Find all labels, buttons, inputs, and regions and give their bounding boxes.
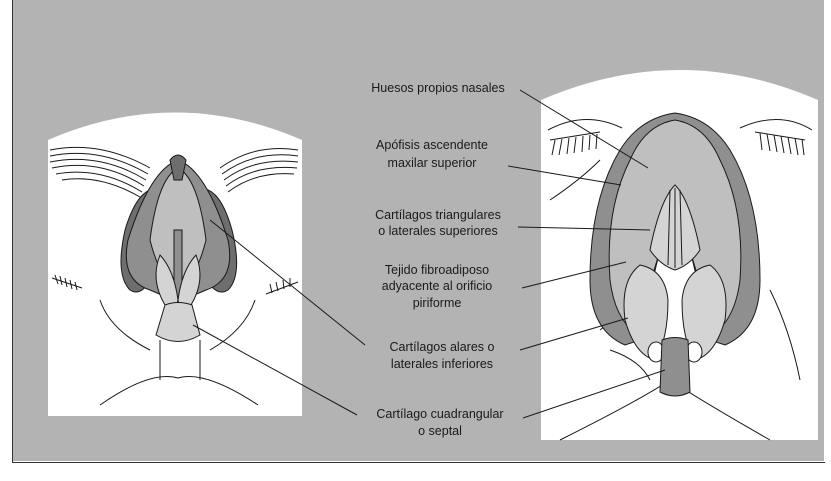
- label-septal-line2: o septal: [418, 424, 462, 438]
- right-vignette: [541, 70, 818, 440]
- label-alares-line1: Cartílagos alares o: [390, 340, 495, 354]
- label-tejido-line3: piriforme: [413, 296, 462, 310]
- label-triangulares-line1: Cartílagos triangulares: [375, 208, 501, 222]
- label-apofisis-line2: maxilar superior: [388, 156, 477, 170]
- label-huesos-propios-nasales: Huesos propios nasales: [371, 81, 504, 95]
- label-tejido-line1: Tejido fibroadiposo: [385, 263, 489, 277]
- label-alares-line2: laterales inferiores: [391, 357, 493, 371]
- label-tejido-line2: adyacente al orificio: [382, 279, 493, 293]
- label-septal-line1: Cartílago cuadrangular: [376, 407, 503, 421]
- left-vignette: [48, 113, 302, 417]
- label-apofisis-line1: Apófisis ascendente: [376, 138, 488, 152]
- label-triangulares-line2: o laterales superiores: [378, 224, 498, 238]
